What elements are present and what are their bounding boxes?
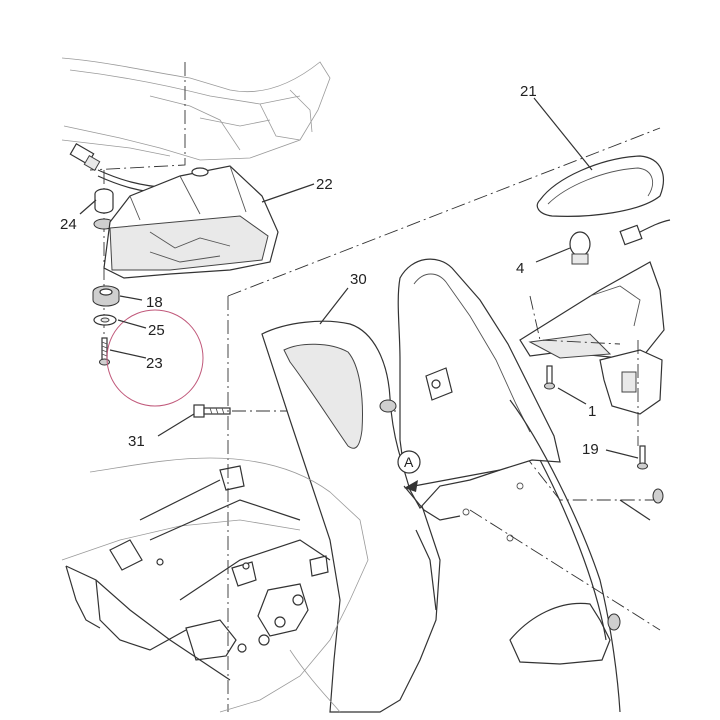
callout-24: 24 <box>60 216 77 233</box>
side-cover-30 <box>261 320 441 713</box>
bolt-31 <box>193 404 231 418</box>
view-arrow-a <box>397 450 501 492</box>
callout-4: 4 <box>516 260 524 277</box>
washer-25 <box>93 314 117 326</box>
screw-1 <box>544 365 555 390</box>
callout-23: 23 <box>146 355 163 372</box>
bushing-18 <box>92 285 120 307</box>
callout-1: 1 <box>588 403 596 420</box>
leader-lines <box>79 97 639 459</box>
callout-18: 18 <box>146 294 163 311</box>
callout-30: 30 <box>350 271 367 288</box>
reflector-21 <box>536 155 664 217</box>
callout-21: 21 <box>520 83 537 100</box>
highlight-circle <box>106 309 204 407</box>
callout-22: 22 <box>316 176 333 193</box>
plate-holder <box>379 258 651 713</box>
tail-fairing-outline <box>61 57 331 161</box>
callout-19: 19 <box>582 441 599 458</box>
view-label-a: A <box>404 454 414 470</box>
tail-light-22 <box>103 165 279 279</box>
bulb-4 <box>569 219 671 265</box>
subframe <box>61 457 369 713</box>
plate-bracket <box>519 261 665 415</box>
screw-23 <box>99 337 110 366</box>
screw-19 <box>637 445 648 470</box>
callout-25: 25 <box>148 322 165 339</box>
callout-31: 31 <box>128 433 145 450</box>
